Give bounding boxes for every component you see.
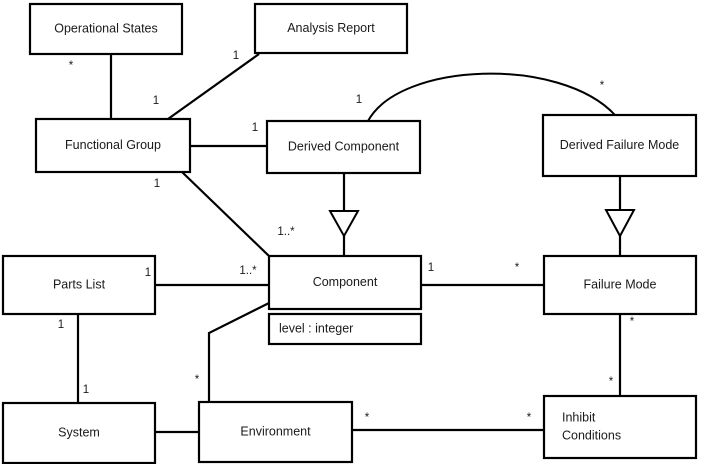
- e-analysisreport-fg: [167, 53, 260, 120]
- edges-layer: [76, 53, 636, 434]
- class-box-analysis-report[interactable]: Analysis Report: [253, 2, 409, 55]
- class-rect-derived-component[interactable]: [265, 119, 422, 175]
- class-name-failure-mode: Failure Mode: [584, 277, 657, 291]
- class-name-parts-list: Parts List: [53, 277, 106, 291]
- multiplicity-label-m-sys-1: 1: [83, 384, 89, 396]
- multiplicity-label-m-opstates-star: *: [69, 60, 74, 72]
- class-name-analysis-report: Analysis Report: [287, 21, 375, 35]
- multiplicity-label-m-partslist-sys-1: 1: [58, 319, 64, 331]
- class-rect-derived-failure-mode[interactable]: [541, 113, 698, 178]
- multiplicity-label-m-derivedcomp-1: 1: [356, 94, 362, 106]
- e-dc-gen-tri: [328, 210, 360, 239]
- class-rect-operational-states[interactable]: [28, 2, 184, 56]
- class-rect-analysis-report[interactable]: [253, 2, 409, 55]
- e-dfm-gen-tri: [604, 209, 636, 239]
- multiplicity-label-m-env-up-star: *: [195, 374, 200, 386]
- multiplicity-label-m-failuremode-star: *: [515, 262, 520, 274]
- attribute-compartment-component: [267, 312, 423, 346]
- e-dc-dfm-curve: [367, 72, 616, 122]
- multiplicity-label-m-fm-down-star: *: [630, 316, 635, 328]
- class-name-derived-component: Derived Component: [288, 139, 400, 153]
- class-box-environment[interactable]: Environment: [197, 400, 354, 464]
- multiplicity-label-m-analysisreport-1: 1: [233, 50, 239, 62]
- multiplicity-label-m-env-right-star: *: [365, 412, 370, 424]
- multiplicity-label-m-dfm-star: *: [600, 80, 605, 92]
- class-rect-inhibit-conditions[interactable]: [542, 394, 698, 460]
- e-fg-component: [181, 171, 270, 257]
- class-box-derived-component[interactable]: Derived Component: [265, 119, 422, 175]
- class-name-functional-group: Functional Group: [65, 138, 161, 152]
- multiplicity-label-m-comp-left-1star: 1..*: [239, 265, 257, 277]
- class-name-environment: Environment: [240, 424, 311, 438]
- class-name-system: System: [58, 425, 100, 439]
- class-rect-parts-list[interactable]: [1, 254, 157, 316]
- multiplicity-label-m-partslist-1: 1: [145, 267, 151, 279]
- class-box-failure-mode[interactable]: Failure Mode: [542, 254, 698, 316]
- class-box-component[interactable]: Component level : integer: [267, 254, 423, 346]
- class-name-line2-inhibit-conditions: Conditions: [562, 428, 621, 442]
- class-rect-system[interactable]: [1, 401, 157, 464]
- e-comp-environment: [207, 302, 270, 402]
- class-box-operational-states[interactable]: Operational States: [28, 2, 184, 56]
- class-rect-functional-group[interactable]: [34, 117, 192, 174]
- class-name-operational-states: Operational States: [54, 21, 158, 35]
- class-attribute-component: level : integer: [279, 321, 353, 335]
- class-box-functional-group[interactable]: Functional Group: [34, 117, 192, 174]
- multiplicity-label-m-fg-top-1: 1: [153, 95, 159, 107]
- multiplicity-label-m-comp-right-1: 1: [428, 262, 434, 274]
- multiplicity-label-m-comp-diag-1star: 1..*: [277, 226, 295, 238]
- class-rect-failure-mode[interactable]: [542, 254, 698, 316]
- class-name-derived-failure-mode: Derived Failure Mode: [560, 138, 680, 152]
- class-rect-environment[interactable]: [197, 400, 354, 464]
- class-box-derived-failure-mode[interactable]: Derived Failure Mode: [541, 113, 698, 178]
- class-name-component: Component: [313, 275, 378, 289]
- multiplicity-label-m-fg-bottom-1: 1: [154, 178, 160, 190]
- multiplicity-labels-layer: * 1 1 1 * 1 1 1..* 1 1..* 1 * 1 1 * * * * *: [58, 50, 635, 424]
- multiplicity-label-m-fg-right-1: 1: [252, 122, 258, 134]
- multiplicity-label-m-ic-up-star: *: [609, 376, 614, 388]
- class-box-parts-list[interactable]: Parts List: [1, 254, 157, 316]
- class-rect-component[interactable]: [267, 254, 423, 311]
- multiplicity-label-m-ic-left-star: *: [527, 412, 532, 424]
- class-box-system[interactable]: System: [1, 401, 157, 464]
- class-name-inhibit-conditions: Inhibit: [562, 410, 596, 424]
